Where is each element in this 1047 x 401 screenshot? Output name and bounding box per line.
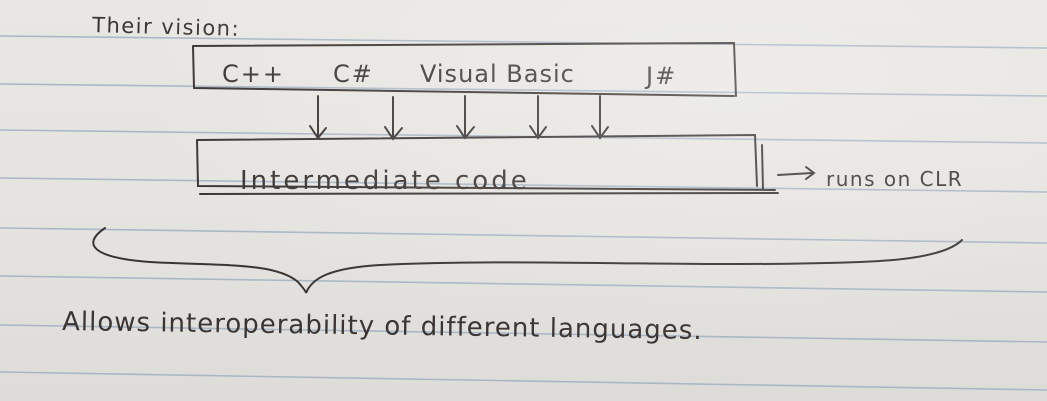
- right-arrow-icon: [777, 166, 816, 180]
- language-label-visual-basic: Visual Basic: [420, 60, 575, 88]
- language-labels: C++ C# Visual Basic J#: [222, 60, 677, 90]
- rule-line: [0, 35, 1047, 49]
- runtime-note: runs on CLR: [826, 167, 963, 191]
- grouping-brace: [92, 227, 963, 294]
- language-label-cpp: C++: [222, 60, 285, 88]
- language-label-csharp: C#: [333, 60, 374, 88]
- down-arrow-icon: [309, 95, 327, 140]
- rule-line: [0, 275, 1047, 293]
- intermediate-code-box: [196, 133, 779, 195]
- languages-box: [192, 41, 737, 97]
- compile-arrows: [309, 95, 609, 141]
- rule-line: [0, 227, 1047, 244]
- rule-line: [0, 83, 1047, 97]
- intermediate-code-label: Intermediate code: [240, 166, 530, 196]
- down-arrow-icon: [384, 96, 403, 141]
- rule-line: [0, 177, 1047, 193]
- language-label-jsharp: J#: [644, 62, 677, 90]
- down-arrow-icon: [456, 95, 475, 140]
- conclusion-text: Allows interoperability of different lan…: [62, 307, 703, 346]
- rule-line: [0, 371, 1047, 391]
- heading-text: Their vision:: [91, 13, 241, 41]
- rule-line: [0, 324, 1047, 343]
- down-arrow-icon: [591, 95, 609, 140]
- down-arrow-icon: [529, 95, 547, 140]
